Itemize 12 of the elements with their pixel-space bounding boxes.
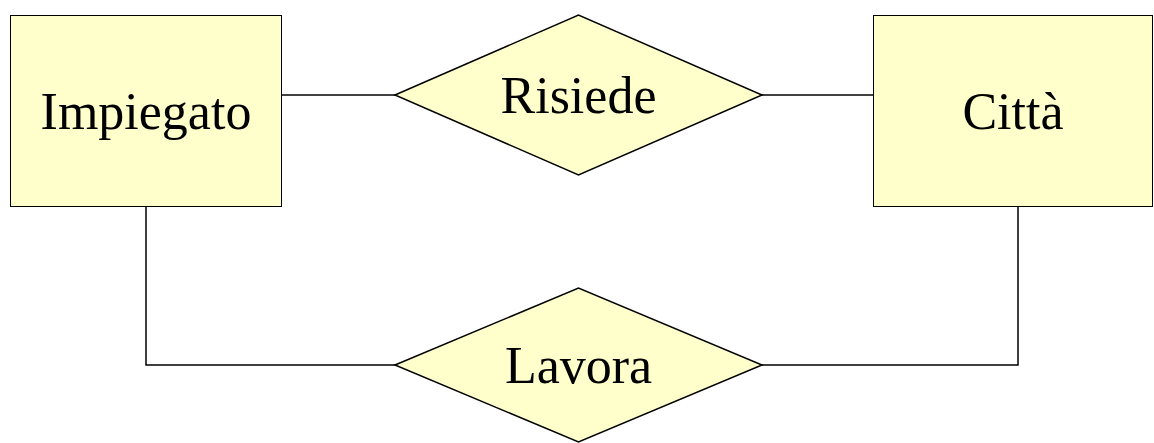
connector-line [145, 206, 396, 366]
connector-line [281, 94, 396, 96]
entity-name: Città [962, 81, 1064, 141]
relationship-diamond [395, 15, 762, 175]
entity-name: Impiegato [40, 81, 252, 141]
entity-box [873, 15, 1153, 207]
entity-box [10, 15, 282, 207]
connector-line [761, 94, 874, 96]
connector-line [761, 206, 1019, 366]
relationship-name: Lavora [504, 335, 653, 395]
relationship-name: Risiede [500, 65, 657, 125]
relationship-diamond [395, 288, 762, 442]
